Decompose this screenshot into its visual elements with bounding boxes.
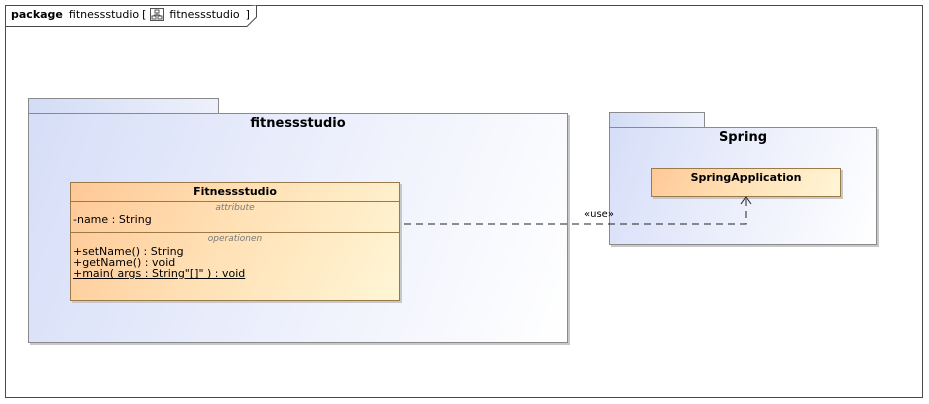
operation-header: operationen bbox=[207, 234, 263, 244]
operation-row: +setName() : String bbox=[73, 245, 184, 258]
frame-bracket-close: ] bbox=[245, 8, 250, 21]
class-fitnessstudio[interactable]: Fitnessstudio attribute -name : String o… bbox=[70, 182, 400, 301]
package-name: fitnessstudio bbox=[250, 116, 346, 131]
frame-package-name: fitnessstudio bbox=[68, 8, 140, 21]
dependency-label: «use» bbox=[584, 209, 614, 220]
dependency-line bbox=[404, 198, 747, 225]
attribute-header: attribute bbox=[215, 203, 255, 213]
frame-diagram-name: fitnessstudio bbox=[169, 8, 240, 21]
class-name: Fitnessstudio bbox=[193, 185, 277, 198]
operation-compartment: operationen +setName() : String +getName… bbox=[71, 232, 399, 279]
operation-row: +main( args : String"[]" ) : void bbox=[73, 267, 246, 280]
operation-row: +getName() : void bbox=[73, 256, 176, 269]
package-diagram-icon bbox=[150, 8, 165, 21]
attribute-row: -name : String bbox=[73, 213, 152, 226]
dependency-arrowhead bbox=[740, 196, 752, 205]
frame-bracket-open: [ bbox=[142, 8, 147, 21]
attribute-compartment: attribute -name : String bbox=[71, 201, 399, 232]
frame-keyword: package bbox=[11, 8, 63, 21]
package-name: Spring bbox=[718, 130, 768, 145]
package-tab bbox=[28, 98, 219, 114]
frame-header-border bbox=[5, 5, 257, 27]
class-name: SpringApplication bbox=[690, 171, 802, 184]
package-tab bbox=[609, 112, 705, 128]
